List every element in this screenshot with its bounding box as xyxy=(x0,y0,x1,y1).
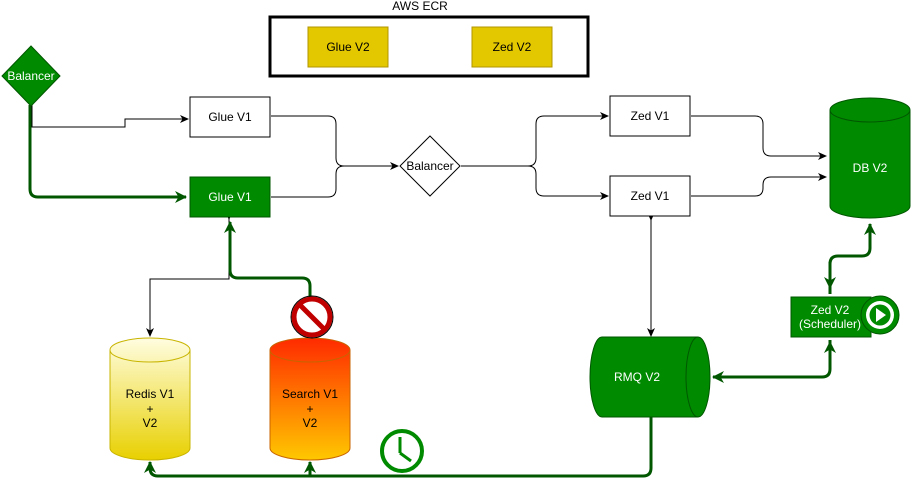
ecr-zed-v2-label: Zed V2 xyxy=(493,40,532,54)
redis-node[interactable]: Redis V1 + V2 xyxy=(109,337,191,461)
rmq-v2-label: RMQ V2 xyxy=(614,370,660,384)
clock-icon xyxy=(380,429,424,473)
balancer-middle-node[interactable]: Balancer xyxy=(399,135,461,197)
rmq-v2-node[interactable]: RMQ V2 xyxy=(589,336,711,418)
edge-scheduler-db xyxy=(828,223,876,294)
aws-ecr-container: AWS ECR Glue V2 Zed V2 xyxy=(268,0,590,78)
redis-label-line2: + xyxy=(146,402,153,416)
zed-v1-bottom-label: Zed V1 xyxy=(631,189,670,203)
prohibited-icon xyxy=(290,295,334,339)
edge-rmq-to-redis-search xyxy=(144,417,653,478)
ecr-zed-v2-box[interactable]: Zed V2 xyxy=(471,26,553,68)
edge-scheduler-to-rmq xyxy=(712,340,832,383)
glue-v1-top-label: Glue V1 xyxy=(208,110,252,124)
ecr-glue-v2-box[interactable]: Glue V2 xyxy=(307,26,389,68)
edge-balancer-to-glue-top xyxy=(31,105,189,128)
search-label-line1: Search V1 xyxy=(282,387,338,401)
edge-search-to-glue xyxy=(224,221,312,332)
glue-v1-top-node[interactable]: Glue V1 xyxy=(189,96,271,138)
db-v2-label: DB V2 xyxy=(853,161,888,175)
scheduler-label-line2: (Scheduler) xyxy=(799,317,861,331)
edge-balancer-to-glue-bottom xyxy=(28,105,187,203)
edge-balancer-to-zed-bottom xyxy=(461,165,609,200)
edge-zed-top-to-db xyxy=(691,115,827,160)
search-label-line3: V2 xyxy=(303,416,318,430)
search-label-line2: + xyxy=(306,402,313,416)
edge-glue-bottom-to-balancer xyxy=(271,165,398,198)
search-node[interactable]: Search V1 + V2 xyxy=(269,337,351,461)
glue-v1-bottom-node[interactable]: Glue V1 xyxy=(189,176,271,218)
edge-glue-top-to-balancer xyxy=(271,115,399,170)
play-icon xyxy=(860,295,900,335)
glue-v1-bottom-label: Glue V1 xyxy=(208,190,252,204)
zed-v1-top-label: Zed V1 xyxy=(631,109,670,123)
ecr-title: AWS ECR xyxy=(392,0,448,13)
balancer-middle-label: Balancer xyxy=(406,159,453,173)
zed-v1-bottom-node[interactable]: Zed V1 xyxy=(609,175,691,217)
zed-v2-scheduler-node[interactable]: Zed V2 (Scheduler) xyxy=(790,296,872,338)
redis-label-line1: Redis V1 xyxy=(126,387,175,401)
redis-label-line3: V2 xyxy=(143,416,158,430)
edge-glue-to-redis xyxy=(146,211,233,337)
ecr-glue-v2-label: Glue V2 xyxy=(326,40,370,54)
green-connectors xyxy=(28,105,876,478)
scheduler-label-line1: Zed V2 xyxy=(811,303,850,317)
db-v2-node[interactable]: DB V2 xyxy=(829,97,911,219)
edge-zed-bottom-to-db xyxy=(691,173,827,197)
zed-v1-top-node[interactable]: Zed V1 xyxy=(609,95,691,137)
black-connectors xyxy=(31,105,827,337)
edge-balancer-to-zed-top xyxy=(461,112,609,167)
balancer-green-node[interactable]: Balancer xyxy=(1,45,61,107)
balancer-green-label: Balancer xyxy=(7,69,54,83)
